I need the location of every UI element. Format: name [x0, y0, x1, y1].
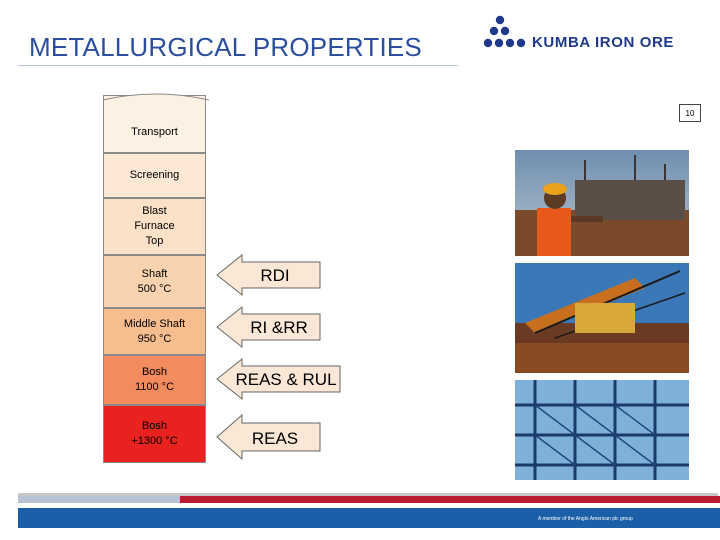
stage-label-text: Bosh +1300 °C	[131, 420, 178, 447]
arrow-reas-rul-label: REAS & RUL	[235, 370, 336, 389]
stage-label-text: Middle Shaft 950 °C	[123, 317, 186, 345]
arrow-rdi-label: RDI	[260, 266, 289, 285]
stage-label-text: Transport	[131, 125, 178, 138]
footer-blue-bar	[18, 508, 720, 528]
footer-tagline: A member of the Anglo American plc group	[538, 516, 633, 522]
worker-construction-photo	[515, 150, 689, 256]
arrow-reas: REAS	[216, 413, 321, 461]
footer-rule	[18, 493, 718, 496]
arrow-rdi: RDI	[216, 253, 321, 297]
logo-text: KUMBA IRON ORE	[532, 34, 675, 51]
footer-red-bar	[180, 496, 720, 503]
stage-blast-furnace-top: Blast Furnace Top	[103, 198, 206, 255]
logo-dots-icon	[483, 15, 526, 48]
arrow-ri-rr: RI &RR	[216, 305, 321, 349]
stage-label-text: Bosh 1100 °C	[134, 366, 175, 393]
kumba-logo: KUMBA IRON ORE	[480, 12, 710, 58]
slide-title: METALLURGICAL PROPERTIES	[29, 32, 422, 62]
furnace-top-curve	[102, 93, 210, 101]
footer-gray-bar	[18, 496, 180, 503]
stage-screening: Screening	[103, 153, 206, 198]
stage-bosh-1100: Bosh 1100 °C	[103, 355, 206, 405]
stage-label-text: Screening	[129, 169, 180, 181]
arrow-ri-rr-label: RI &RR	[250, 318, 308, 337]
stacker-reclaimer-photo	[515, 263, 689, 373]
stage-shaft: Shaft 500 °C	[103, 255, 206, 308]
stage-label-text: Blast Furnace Top	[134, 205, 175, 247]
page-number: 10	[679, 104, 701, 122]
steel-structure-photo	[515, 380, 689, 480]
title-underline	[18, 65, 458, 66]
stage-transport: Transport	[103, 95, 206, 153]
stage-middle-shaft: Middle Shaft 950 °C	[103, 308, 206, 355]
arrow-reas-label: REAS	[252, 429, 298, 448]
stage-bosh-1300: Bosh +1300 °C	[103, 405, 206, 463]
arrow-reas-rul: REAS & RUL	[216, 357, 341, 401]
stage-label-text: Shaft 500 °C	[137, 267, 172, 295]
